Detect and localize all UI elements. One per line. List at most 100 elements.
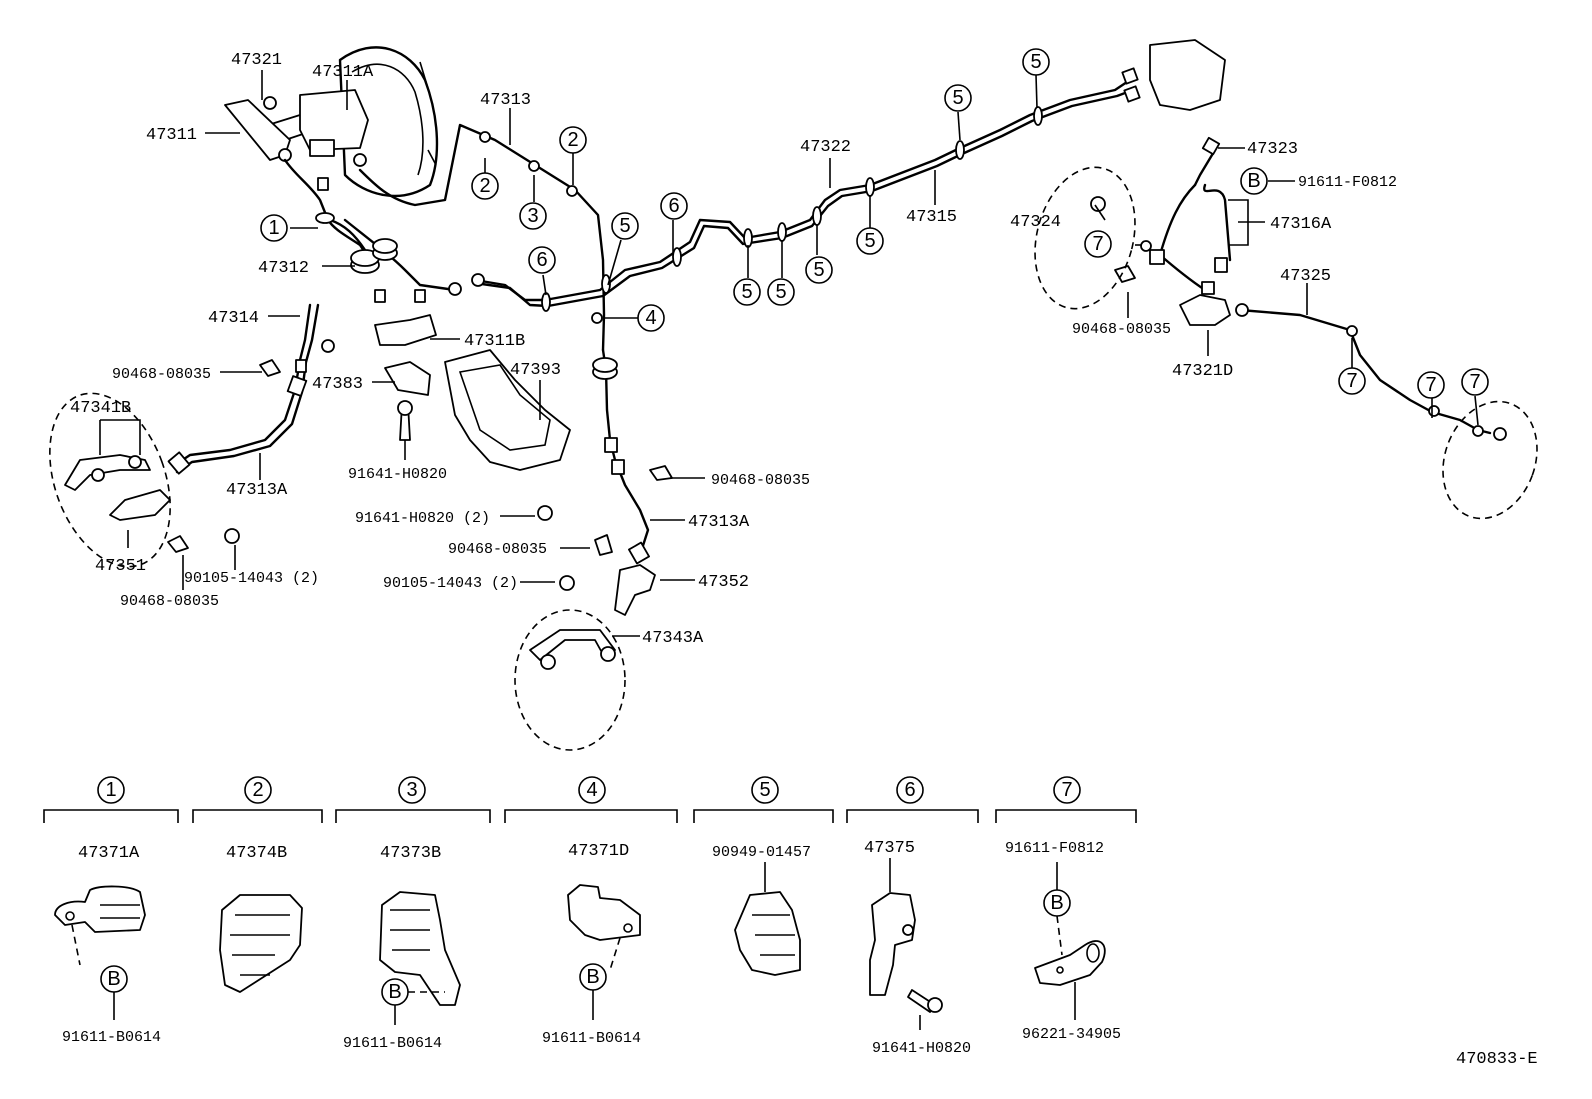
legend-part-2: 47374B — [226, 844, 287, 863]
label-90105-mid: 90105-14043 (2) — [383, 575, 518, 592]
callout-5: 5 — [767, 278, 795, 306]
legend-num-2: 2 — [252, 779, 263, 801]
legend-bolt-7: 96221-34905 — [1022, 1026, 1121, 1043]
svg-text:1: 1 — [268, 217, 279, 239]
legend-part-6: 47375 — [864, 839, 915, 858]
label-47325: 47325 — [1280, 267, 1331, 286]
callout-6: 6 — [660, 192, 688, 220]
legend-bolt-3: 91611-B0614 — [343, 1035, 442, 1052]
label-90468-b: 90468-08035 — [120, 593, 219, 610]
callout-5: 5 — [1022, 48, 1050, 76]
label-91611-F0812: 91611-F0812 — [1298, 174, 1397, 191]
label-47313A-mid: 47313A — [688, 513, 750, 532]
legend-part-5: 90949-01457 — [712, 844, 811, 861]
svg-text:7: 7 — [1092, 233, 1103, 255]
legend-item-5: 5 90949-01457 — [712, 776, 811, 976]
callout-7: 7 — [1461, 368, 1489, 396]
legend-num-4: 4 — [586, 779, 597, 801]
brackets — [64, 39, 1231, 670]
svg-text:2: 2 — [479, 175, 490, 197]
legend-part-3: 47373B — [380, 844, 441, 863]
label-90468-d: 90468-08035 — [448, 541, 547, 558]
legend-b-3: B — [388, 981, 401, 1003]
label-90468-e: 90468-08035 — [1072, 321, 1171, 338]
label-47312: 47312 — [258, 259, 309, 278]
label-91641-a: 91641-H0820 — [348, 466, 447, 483]
clamp-beads — [315, 106, 1484, 437]
label-47316A: 47316A — [1270, 215, 1332, 234]
legend-b-7: B — [1050, 892, 1063, 914]
svg-text:2: 2 — [567, 129, 578, 151]
svg-text:5: 5 — [741, 281, 752, 303]
callout-5: 5 — [856, 227, 884, 255]
svg-text:5: 5 — [864, 230, 875, 252]
callout-7: 7 — [1417, 371, 1445, 399]
legend-bolt-6: 91641-H0820 — [872, 1040, 971, 1057]
callout-2: 2 — [471, 172, 499, 200]
callouts: 1 2 3 2 5 6 6 4 5 5 5 5 5 5 B 7 7 7 7 — [260, 48, 1489, 399]
label-47311B: 47311B — [464, 332, 525, 351]
svg-text:6: 6 — [668, 195, 679, 217]
svg-text:B: B — [1247, 170, 1260, 192]
legend-item-7: 7 91611-F0812 B 96221-34905 — [1005, 776, 1121, 1043]
callout-5: 5 — [944, 84, 972, 112]
label-47383: 47383 — [312, 375, 363, 394]
callout-4: 4 — [637, 304, 665, 332]
label-47311A: 47311A — [312, 63, 374, 82]
legend-part-4: 47371D — [568, 842, 629, 861]
diagram-code: 470833-E — [1456, 1050, 1538, 1069]
legend-item-4: 4 47371D B 91611-B0614 — [542, 776, 641, 1047]
svg-text:5: 5 — [775, 281, 786, 303]
legend-b-4: B — [586, 966, 599, 988]
label-47341B: 47341B — [70, 399, 131, 418]
label-47315: 47315 — [906, 208, 957, 227]
callout-5: 5 — [805, 256, 833, 284]
label-47393: 47393 — [510, 361, 561, 380]
callout-5: 5 — [733, 278, 761, 306]
callout-7: 7 — [1338, 367, 1366, 395]
callout-5: 5 — [611, 212, 639, 240]
legend-part-7: 91611-F0812 — [1005, 840, 1104, 857]
label-91641-b: 91641-H0820 (2) — [355, 510, 490, 527]
legend-num-1: 1 — [105, 779, 116, 801]
legend-bolt-4: 91611-B0614 — [542, 1030, 641, 1047]
legend-item-6: 6 47375 91641-H0820 — [864, 776, 971, 1057]
legend-num-7: 7 — [1061, 779, 1072, 801]
label-47313A-left: 47313A — [226, 481, 288, 500]
leader-lines — [99, 70, 1479, 637]
legend-b-1: B — [107, 968, 120, 990]
svg-text:4: 4 — [645, 307, 656, 329]
svg-text:5: 5 — [952, 87, 963, 109]
diagram-labels: 47321 47311A 47311 47313 47312 47314 473… — [70, 51, 1538, 1069]
callout-6: 6 — [528, 246, 556, 274]
legend: 1 47371A B 91611-B0614 2 47374B 3 47373B — [43, 776, 1137, 1057]
brake-booster — [224, 46, 439, 198]
label-47313: 47313 — [480, 91, 531, 110]
svg-text:7: 7 — [1346, 370, 1357, 392]
callout-7: 7 — [1084, 230, 1112, 258]
label-90105-left: 90105-14043 (2) — [184, 570, 319, 587]
legend-part-1: 47371A — [78, 844, 140, 863]
svg-text:5: 5 — [1030, 51, 1041, 73]
fittings — [167, 67, 1507, 565]
label-47321: 47321 — [231, 51, 282, 70]
svg-text:7: 7 — [1469, 371, 1480, 393]
legend-item-1: 1 47371A B 91611-B0614 — [54, 776, 161, 1046]
callout-1: 1 — [260, 214, 288, 242]
label-47323: 47323 — [1247, 140, 1298, 159]
wheel-area-circles — [49, 166, 1538, 751]
legend-item-3: 3 47373B B 91611-B0614 — [343, 776, 461, 1052]
legend-num-5: 5 — [759, 779, 770, 801]
callout-2: 2 — [559, 126, 587, 154]
label-47351: 47351 — [95, 557, 146, 576]
label-90468-a: 90468-08035 — [112, 366, 211, 383]
legend-item-2: 2 47374B — [219, 776, 303, 993]
label-47324: 47324 — [1010, 213, 1061, 232]
svg-text:6: 6 — [536, 249, 547, 271]
legend-num-3: 3 — [406, 779, 417, 801]
callout-3: 3 — [519, 202, 547, 230]
svg-text:7: 7 — [1425, 374, 1436, 396]
callout-B: B — [1240, 167, 1268, 195]
label-47343A: 47343A — [642, 629, 704, 648]
